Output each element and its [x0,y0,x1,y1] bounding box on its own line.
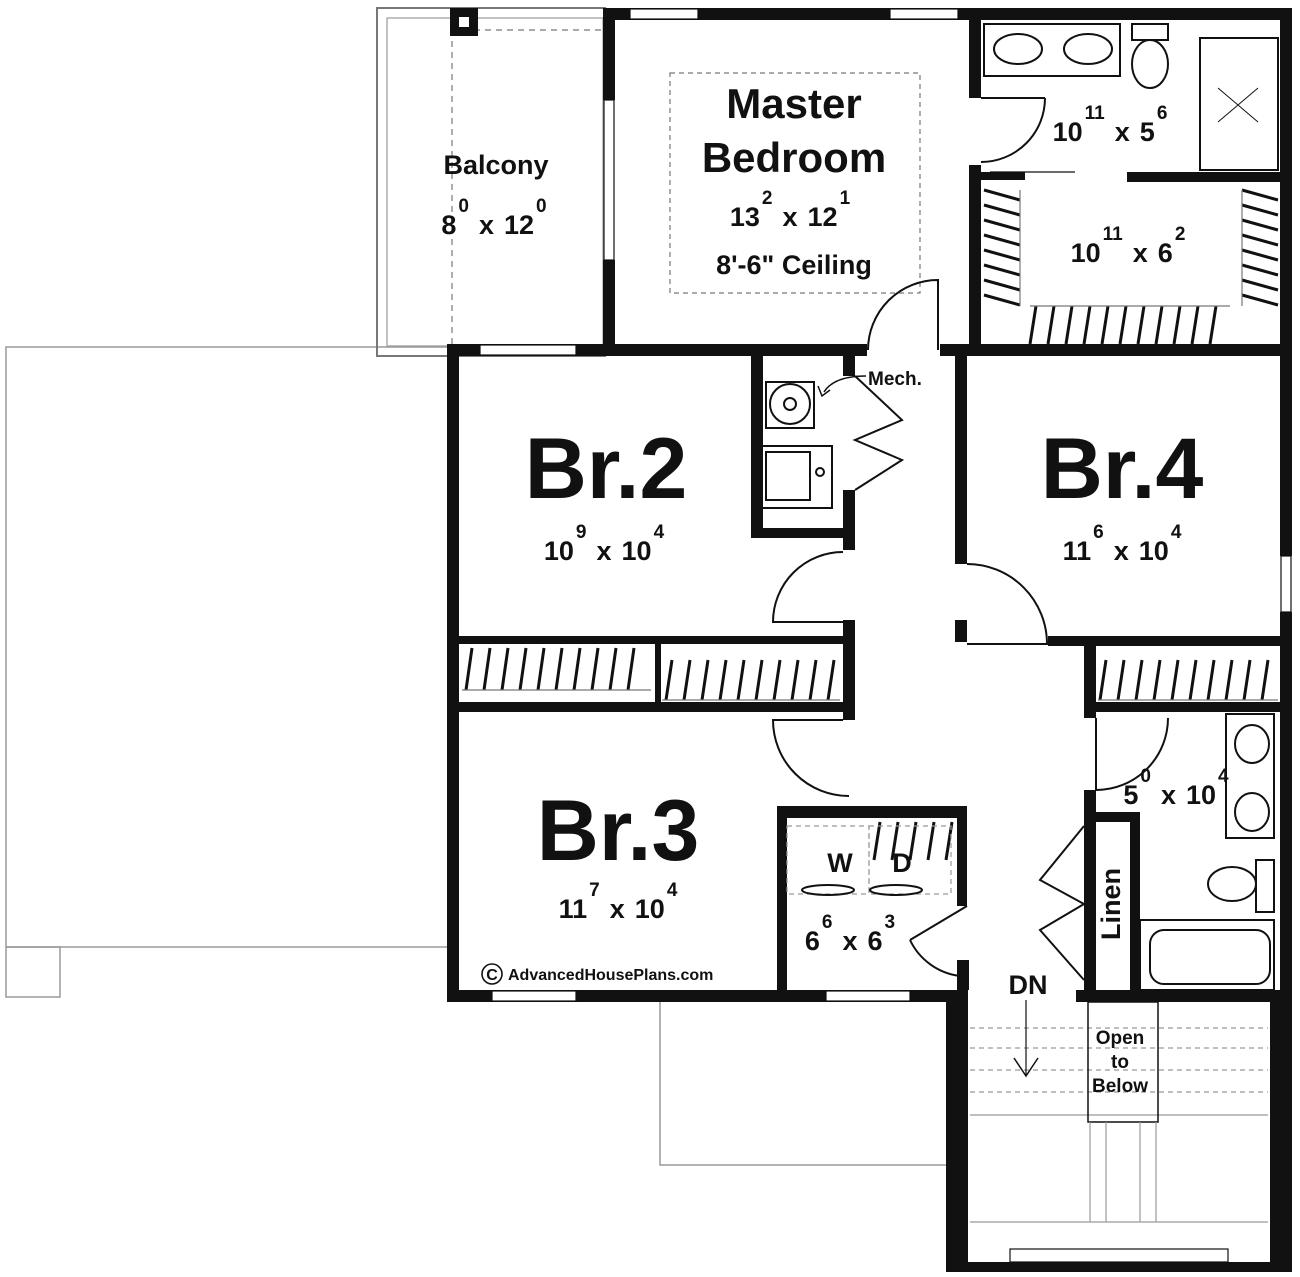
bathtub-icon [1139,919,1275,991]
dryer-label: D [892,848,912,878]
open-to-below-1: Open [1096,1028,1145,1049]
master-vanity [983,23,1121,77]
furnace-icon [761,445,833,509]
toilet-tank [1131,23,1169,41]
credit-text: AdvancedHousePlans.com [508,967,713,984]
room-label-balcony: Balcony [443,150,548,180]
doors [771,97,1169,981]
water-heater-icon [769,383,811,425]
room-label-br4: Br.4 [1041,421,1204,517]
copyright-symbol: C [486,967,498,984]
room-label-br3: Br.3 [537,783,700,879]
room-label-master-2: Bedroom [702,134,886,181]
stairs [970,1000,1268,1223]
copyright-icon [481,963,503,985]
open-to-below-2: to [1111,1052,1129,1073]
tray-ceiling-outline [669,72,921,294]
toilet-icon [1131,39,1169,89]
windows [479,8,1292,1263]
walls [447,8,1292,1272]
open-to-below-3: Below [1092,1076,1148,1097]
context-outlines [5,346,946,1166]
sink-icon [993,33,1043,65]
room-label-br2: Br.2 [525,421,688,517]
closet-rods [464,188,1279,861]
closet-shelf-lines [462,190,1278,701]
sink-icon [1234,792,1270,832]
room-label-linen: Linen [1096,868,1126,940]
mech-arrow [817,375,867,398]
toilet-icon [1207,866,1257,902]
washer-label: W [827,848,853,878]
balcony-outline [376,7,606,357]
fixtures [761,23,1279,991]
hall-vanity [1225,713,1275,839]
shower-icon [1199,37,1279,171]
stair-down-label: DN [1009,970,1048,1000]
sink-icon [1063,33,1113,65]
sink-icon [1234,724,1270,764]
room-label-mech: Mech. [868,369,922,390]
ceiling-note: 8'-6" Ceiling [716,250,872,280]
room-label-master-1: Master [726,80,861,127]
